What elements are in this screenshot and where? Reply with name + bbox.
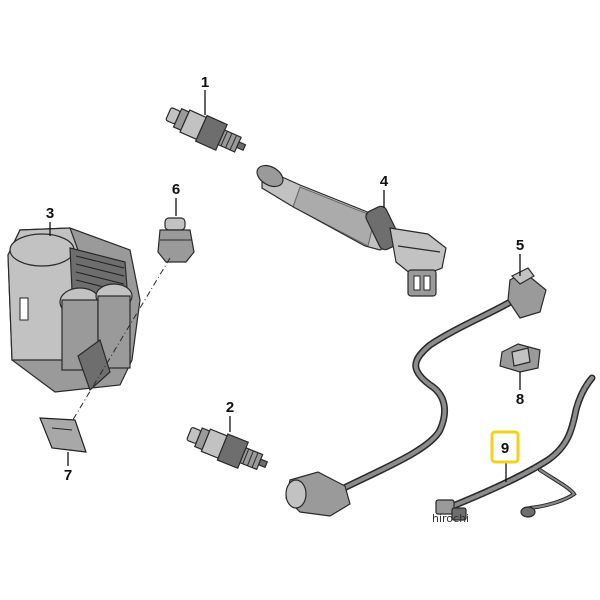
callout-2: 2 (226, 399, 234, 416)
callout-6: 6 (172, 181, 180, 198)
gasket-plate (39, 417, 87, 453)
spark-plug-lower (186, 427, 269, 471)
watermark-text: hirochi (432, 512, 469, 525)
spark-plug-upper (165, 107, 247, 153)
assembly-line (67, 257, 171, 429)
callout-1: 1 (201, 74, 209, 91)
cable-clip (499, 343, 541, 373)
callout-9: 9 (501, 440, 509, 457)
callout-8: 8 (516, 391, 524, 408)
rubber-boot (157, 217, 195, 263)
callout-3: 3 (46, 205, 54, 222)
wiring-harness (435, 374, 596, 521)
ignition-coil-stick (256, 164, 447, 297)
ignition-coil-block (7, 227, 141, 393)
callout-7: 7 (64, 467, 72, 484)
callout-9-highlight (490, 430, 520, 464)
callout-5: 5 (516, 237, 524, 254)
ignition-lead (285, 267, 547, 517)
callout-4: 4 (380, 173, 389, 190)
